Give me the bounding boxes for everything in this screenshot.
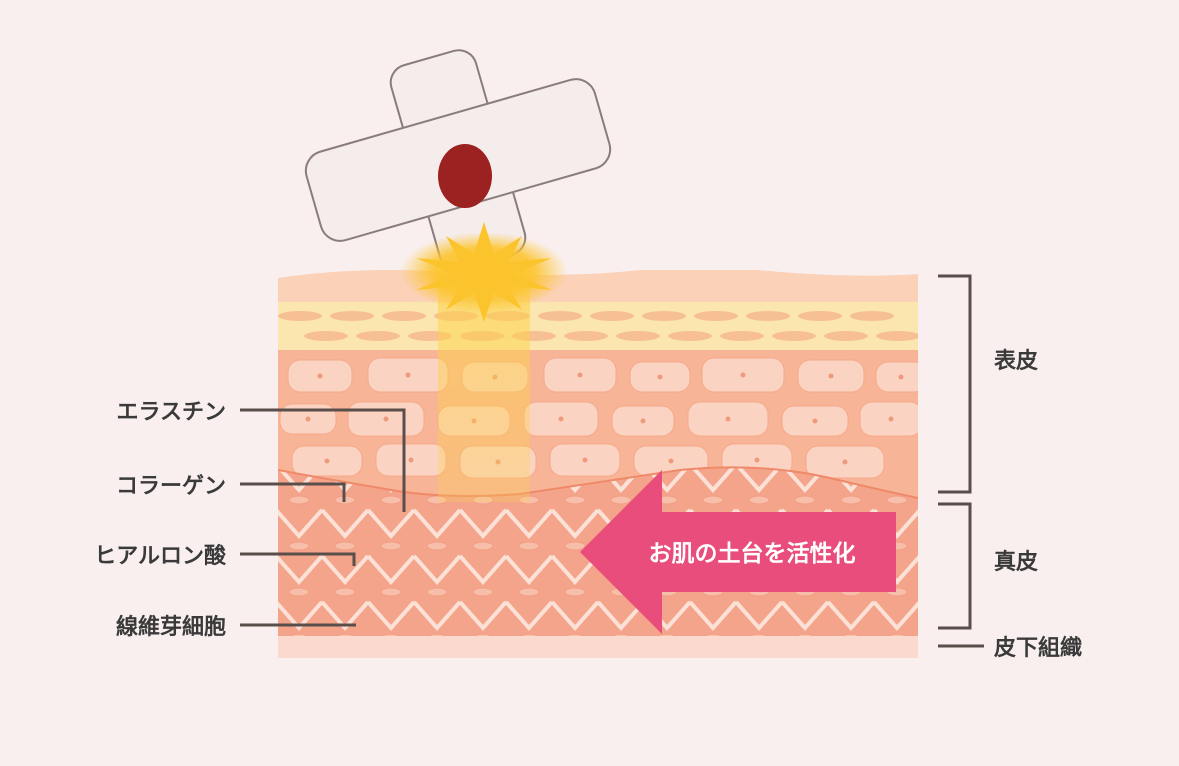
label-epidermis: 表皮 (994, 348, 1038, 374)
granular-layer (278, 302, 918, 352)
right-brackets (938, 274, 984, 648)
granular-cells (278, 311, 918, 341)
patch-dot (438, 144, 492, 208)
label-fibroblast: 線維芽細胞 (116, 614, 226, 640)
elastin-leader (240, 408, 406, 512)
label-subcutaneous: 皮下組織 (994, 635, 1082, 661)
label-elastin: エラスチン (116, 400, 226, 425)
epidermis-bracket (938, 274, 972, 494)
dermis-bracket (938, 502, 972, 630)
label-hyaluronic-acid: ヒアルロン酸 (94, 544, 227, 569)
activation-arrow (580, 470, 896, 634)
left-leader-lines (240, 408, 406, 627)
subcutaneous-layer (278, 636, 918, 658)
label-dermis: 真皮 (994, 549, 1038, 575)
skin-cross-section (278, 270, 918, 658)
collagen-leader (240, 482, 346, 502)
hyaluronic-acid-leader (240, 552, 356, 566)
label-collagen: コラーゲン (116, 474, 226, 499)
basement-membrane (278, 466, 918, 499)
activation-arrow-label: お肌の土台を活性化 (649, 540, 856, 567)
light-burst (400, 222, 568, 322)
